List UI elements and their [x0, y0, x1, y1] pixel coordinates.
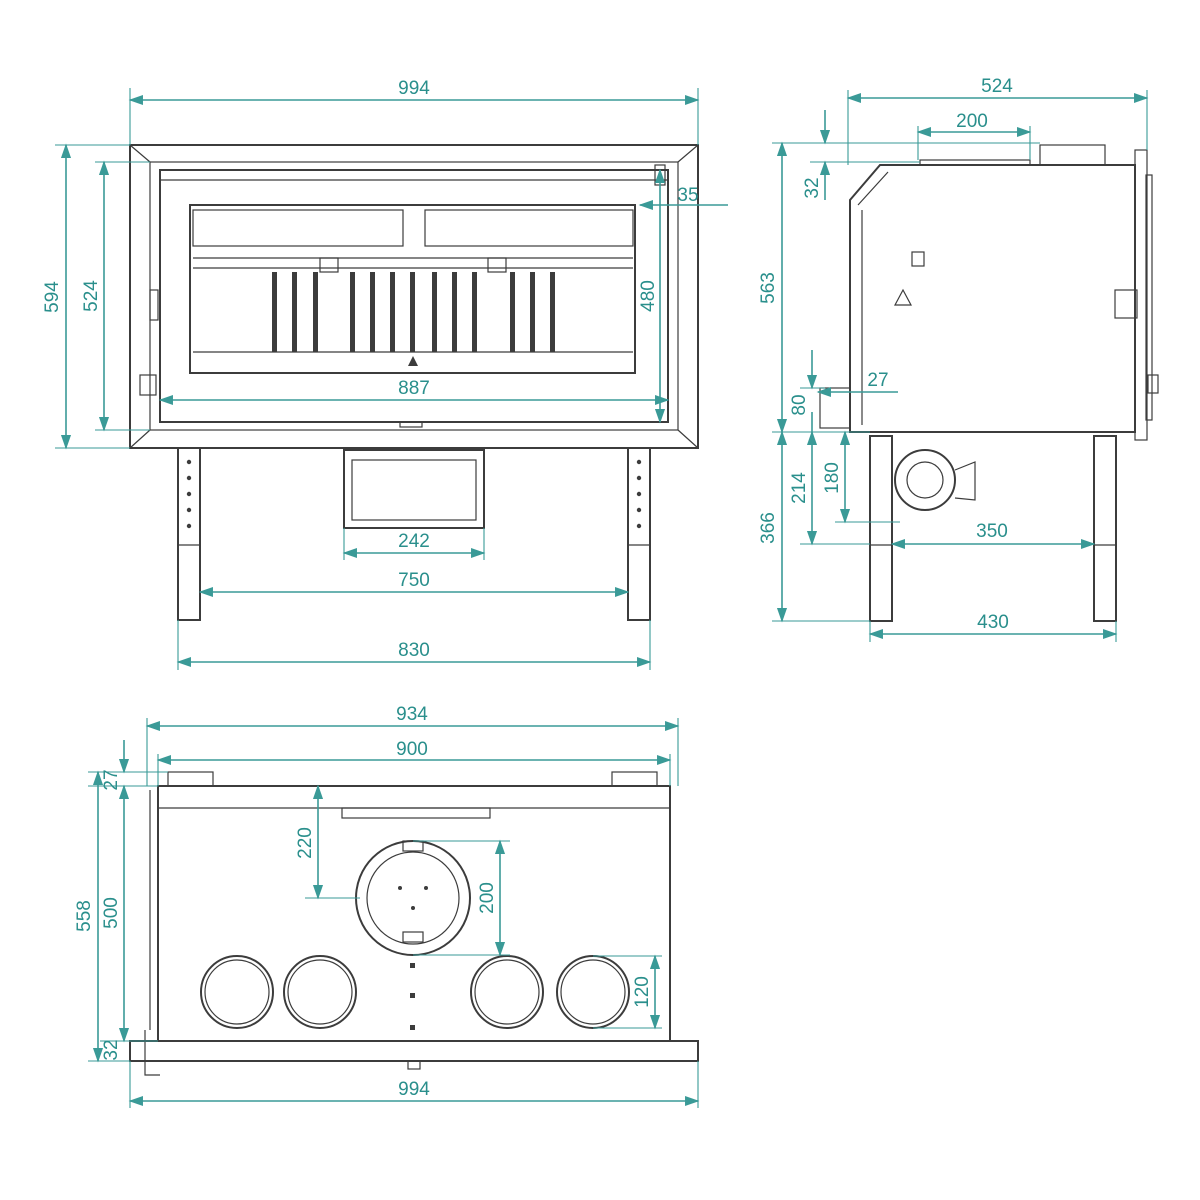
top-body — [157, 785, 671, 1042]
fan-housing — [894, 449, 956, 511]
top-view: 934 900 27 558 500 32 220 200 120 994 — [74, 704, 700, 1108]
dim-outlet-width: 200 — [956, 111, 988, 132]
flue-outlet — [355, 840, 471, 956]
dim-front-height: 594 — [42, 281, 63, 313]
grate-bars — [272, 272, 555, 352]
glass-panel — [189, 204, 636, 374]
side-legs — [869, 435, 1117, 622]
dim-body-depth: 500 — [101, 897, 122, 929]
front-legs — [177, 447, 651, 621]
dim-frame-width: 994 — [398, 1079, 430, 1100]
dim-top-offset: 32 — [802, 177, 823, 198]
dim-vent-diameter: 120 — [632, 976, 653, 1008]
top-front-frame — [129, 1040, 699, 1062]
air-vents — [200, 955, 630, 1029]
side-view: 524 200 32 563 27 80 180 214 366 350 — [758, 76, 1159, 642]
dim-front-depth: 32 — [101, 1039, 122, 1060]
dim-glass-width: 887 — [398, 378, 430, 399]
dim-leg-outer: 830 — [398, 640, 430, 661]
dim-leg-spacing: 430 — [977, 612, 1009, 633]
dim-body-height: 563 — [758, 272, 779, 304]
dim-inner-width: 900 — [396, 739, 428, 760]
dim-flue-diameter: 200 — [477, 882, 498, 914]
dim-frame-offset: 35 — [677, 185, 698, 206]
dim-fan-width: 350 — [976, 521, 1008, 542]
dim-door-height: 524 — [81, 280, 102, 312]
dim-front-step: 27 — [867, 370, 888, 391]
front-view: 994 594 524 887 480 35 242 750 830 — [42, 78, 728, 670]
dim-leg-inner: 750 — [398, 570, 430, 591]
dim-front-height: 80 — [789, 394, 810, 415]
front-outer-frame — [129, 144, 699, 449]
dim-flue-offset: 220 — [295, 827, 316, 859]
air-duct — [343, 449, 485, 529]
dim-side-depth: 524 — [981, 76, 1013, 97]
dim-fan-offset: 214 — [789, 472, 810, 504]
dim-glass-height: 480 — [638, 280, 659, 312]
dim-rear-offset: 27 — [101, 769, 122, 790]
dim-fan-height: 180 — [822, 462, 843, 494]
dim-duct-width: 242 — [398, 531, 430, 552]
dim-leg-height: 366 — [758, 512, 779, 544]
dim-outer-width: 934 — [396, 704, 428, 725]
dim-total-depth: 558 — [74, 900, 95, 932]
dim-front-width: 994 — [398, 78, 430, 99]
